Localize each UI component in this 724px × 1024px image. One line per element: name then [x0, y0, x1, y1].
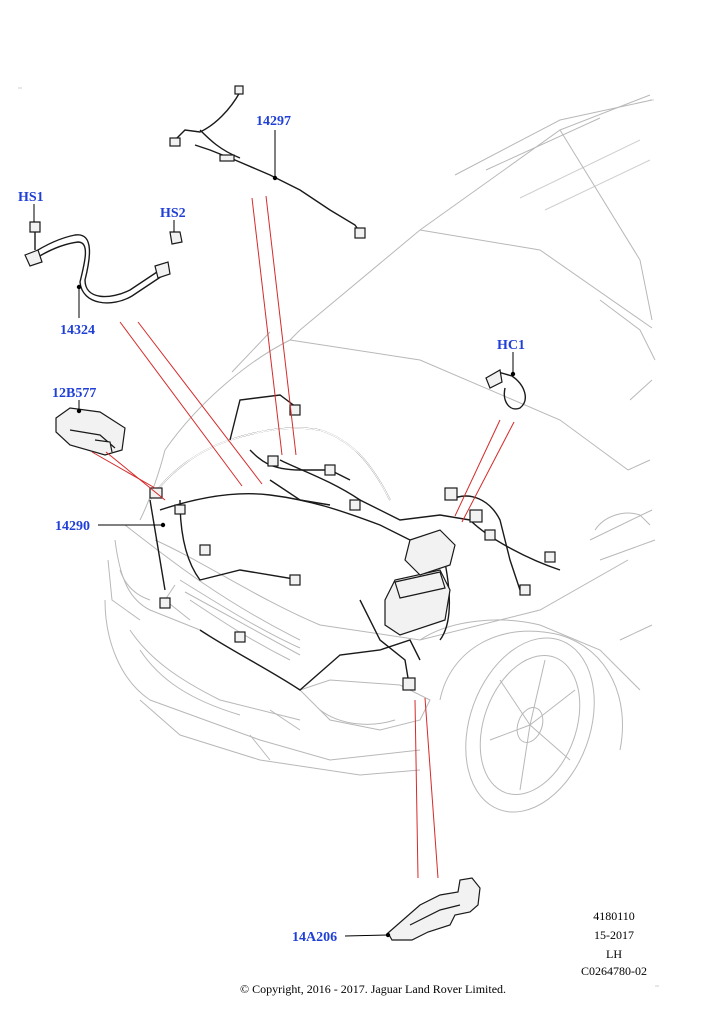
vehicle-outline [104, 94, 656, 813]
meta-drawing: C0264780-02 [581, 964, 647, 978]
meta-side: LH [606, 947, 622, 961]
pointer-lines [33, 130, 514, 937]
meta-ref: 4180110 [593, 909, 635, 923]
leader-lines [91, 195, 515, 879]
callout-14a206: 14A206 [292, 930, 337, 945]
corner-marks [18, 87, 659, 987]
meta-date: 15-2017 [594, 928, 634, 942]
callout-hs1: HS1 [18, 190, 44, 205]
callout-hs2: HS2 [160, 206, 186, 221]
module-12b577 [55, 407, 126, 456]
callout-hc1: HC1 [497, 338, 525, 353]
harness-14297 [169, 85, 366, 239]
clip-hc1 [485, 369, 526, 410]
battery-cable-14324 [24, 221, 183, 304]
callout-labels: 14297 HS1 HS2 14324 HC1 12B577 14290 14A… [18, 114, 525, 945]
drawing-meta: 4180110 15-2017 LH C0264780-02 [581, 909, 647, 978]
callout-14324: 14324 [60, 323, 95, 338]
copyright-notice: © Copyright, 2016 - 2017. Jaguar Land Ro… [240, 982, 506, 996]
callout-12b577: 12B577 [52, 386, 96, 401]
main-harness [149, 394, 561, 691]
callout-14297: 14297 [256, 114, 291, 129]
callout-14290: 14290 [55, 519, 90, 534]
shield-14a206 [385, 877, 481, 941]
